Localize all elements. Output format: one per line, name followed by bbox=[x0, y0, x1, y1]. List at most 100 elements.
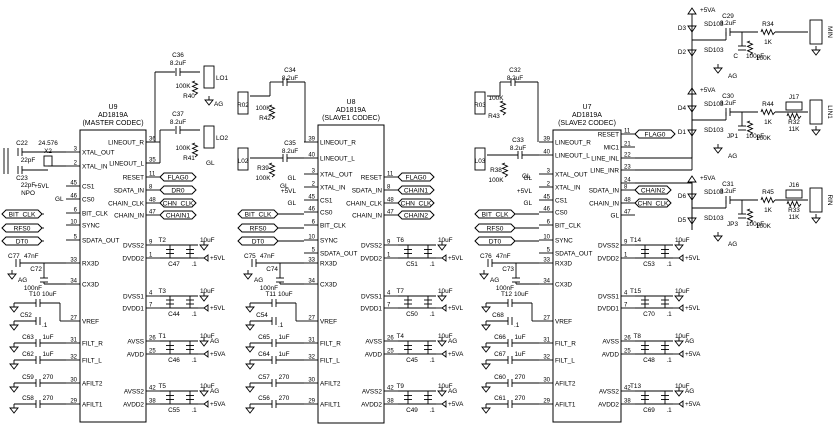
chip-part: AD1819A bbox=[572, 112, 602, 119]
signal-flag-label: FLAG0 bbox=[406, 174, 427, 181]
diode-icon bbox=[687, 129, 697, 137]
output-jack-icon bbox=[474, 147, 486, 171]
pin-number: 7 bbox=[149, 303, 153, 309]
pin-name: AFILT2 bbox=[555, 380, 576, 387]
pin-number: 45 bbox=[70, 181, 77, 187]
capacitor-ref: C34 bbox=[284, 67, 296, 74]
signal-flag-rfs0: RFS0 bbox=[1, 223, 43, 233]
pin-number: 48 bbox=[149, 198, 156, 204]
pin-name: LINE_INL bbox=[591, 155, 619, 162]
capacitor-ref: C45 bbox=[406, 357, 418, 364]
capacitor-value: 1uF bbox=[514, 334, 525, 341]
pin-number: 48 bbox=[624, 198, 631, 204]
pin-name: CS1 bbox=[82, 183, 95, 190]
pin-name: AFILT1 bbox=[82, 401, 103, 408]
pin-number: 25 bbox=[387, 349, 394, 355]
pin-name: XTAL_IN bbox=[82, 163, 108, 170]
ground-symbol bbox=[245, 383, 255, 393]
capacitor-ref: JP3 bbox=[727, 221, 738, 228]
pin-number: 11 bbox=[624, 129, 631, 135]
rail-label: GL bbox=[287, 175, 296, 182]
pin-name: AVSS bbox=[127, 338, 144, 345]
pin-number: 38 bbox=[149, 399, 156, 405]
capacitor-value: .1 bbox=[429, 261, 435, 268]
diode-type: SD103 bbox=[704, 21, 724, 28]
capacitor bbox=[507, 356, 513, 364]
capacitor-value: 1uF bbox=[278, 351, 289, 358]
capacitor bbox=[166, 345, 174, 350]
pin-number: 35 bbox=[149, 158, 156, 164]
resistor-ref: R32 bbox=[788, 119, 800, 126]
capacitor-ref: T3 bbox=[159, 288, 167, 295]
pin-name: DVDD2 bbox=[360, 255, 382, 262]
rail-label: AG bbox=[210, 338, 219, 345]
pin-name: MIC1 bbox=[604, 144, 620, 151]
rail-arrow-icon bbox=[441, 304, 447, 312]
capacitor-ref: T8 bbox=[634, 333, 642, 340]
resistor-r38 bbox=[501, 162, 509, 178]
capacitor bbox=[661, 395, 669, 400]
pin-number: 27 bbox=[543, 316, 550, 322]
ground-symbol bbox=[481, 360, 491, 370]
pin-name: DVDD2 bbox=[597, 255, 619, 262]
pin-number: 34 bbox=[70, 279, 77, 285]
rail-label: +5VA bbox=[210, 401, 226, 408]
capacitor-value: 10uF bbox=[278, 291, 293, 298]
capacitor bbox=[271, 379, 277, 387]
pin-number: 29 bbox=[308, 399, 315, 405]
pin-number: 24 bbox=[624, 178, 631, 184]
capacitor-value: .1 bbox=[429, 311, 435, 318]
pin-number: 4 bbox=[624, 291, 628, 297]
capacitor-value: 10uF bbox=[675, 383, 690, 390]
diode-ref: D3 bbox=[678, 25, 687, 32]
capacitor-value: 8.2uF bbox=[170, 119, 186, 126]
capacitor-c23 bbox=[17, 166, 23, 174]
capacitor bbox=[186, 345, 194, 350]
capacitor bbox=[40, 277, 48, 283]
capacitor-value: 8.2uF bbox=[282, 148, 298, 155]
pin-number: 46 bbox=[543, 207, 550, 213]
signal-flag-label: BIT_CLK bbox=[9, 211, 36, 218]
pin-name: SDATA_OUT bbox=[82, 237, 119, 244]
resistor-value: 100K bbox=[756, 223, 772, 230]
capacitor-value: 270 bbox=[515, 374, 526, 381]
resistor-value: 100K bbox=[489, 95, 505, 102]
rail-label: +5VL bbox=[448, 305, 464, 312]
pin-number: 3 bbox=[312, 169, 316, 175]
rail-label: AG bbox=[448, 388, 457, 395]
signal-flag-dt0: DT0 bbox=[474, 236, 516, 246]
pin-name: DVSS2 bbox=[598, 242, 619, 249]
capacitor-value: .1 bbox=[191, 357, 197, 364]
capacitor-ref: T6 bbox=[397, 237, 405, 244]
pin-number: 47 bbox=[624, 210, 631, 216]
ground-symbol bbox=[811, 46, 821, 56]
capacitor-value: 10uF bbox=[200, 237, 215, 244]
capacitor-value: 10uF bbox=[438, 333, 453, 340]
capacitor-value: 100nF bbox=[260, 285, 278, 292]
diode-ref: D4 bbox=[678, 105, 687, 112]
capacitor-value: 8.2uF bbox=[170, 60, 186, 67]
diode-icon bbox=[687, 25, 697, 33]
ground-symbol bbox=[204, 96, 214, 106]
capacitor-ref: C59 bbox=[22, 374, 34, 381]
pin-number: 31 bbox=[308, 338, 315, 344]
signal-flag-label: DT0 bbox=[252, 238, 265, 245]
rail-label: AG bbox=[254, 277, 263, 284]
rail-label: +5VL bbox=[685, 305, 701, 312]
capacitor-value: .1 bbox=[429, 357, 435, 364]
pin-number: 33 bbox=[308, 258, 315, 264]
pin-name: FILT_L bbox=[555, 357, 575, 364]
ground-symbol bbox=[674, 241, 684, 251]
capacitor-ref: C61 bbox=[494, 395, 506, 402]
pin-name: SYNC bbox=[320, 237, 338, 244]
capacitor-value: 10uF bbox=[675, 237, 690, 244]
signal-flag-chain2: CHAIN2 bbox=[634, 185, 672, 195]
pin-number: 29 bbox=[543, 399, 550, 405]
pin-name: CHAIN_IN bbox=[114, 212, 144, 219]
jack-label: LIN1 bbox=[826, 105, 833, 119]
pin-name: LINE_INR bbox=[590, 167, 619, 174]
diode-icon bbox=[687, 49, 697, 57]
rail-label: GL bbox=[206, 160, 215, 167]
capacitor-value: 22pF bbox=[21, 157, 36, 164]
